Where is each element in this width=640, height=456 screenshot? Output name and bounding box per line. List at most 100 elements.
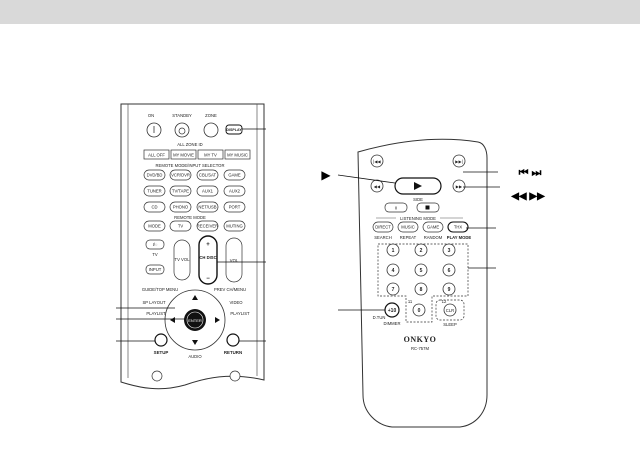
number-twelve-label: 12 [442, 299, 447, 304]
return-button[interactable] [226, 333, 240, 347]
number-key-label: 2 [420, 248, 423, 254]
next-track-button[interactable] [452, 154, 466, 168]
left-remote: ON STANDBY ZONE DISPLAY ALL ZONE ID ALL … [120, 103, 265, 390]
return-label: RETURN [224, 350, 242, 355]
down-arrow-icon[interactable] [192, 340, 198, 345]
input-button-netusb[interactable] [196, 201, 219, 213]
number-key[interactable] [442, 243, 456, 257]
svg-text:▶▶|: ▶▶| [455, 159, 463, 164]
input-selector-grid: DVD/BD VCR/DVR CBL/SAT GAME TUNER TV/TAP… [143, 169, 246, 213]
bottom-left-button[interactable] [151, 370, 163, 382]
mode-button-label: THX [454, 225, 463, 230]
number-key-label: 0 [418, 308, 421, 314]
number-key-label: 9 [448, 287, 451, 293]
input-label: GAME [228, 173, 241, 178]
input-button-cd[interactable] [143, 201, 166, 213]
muting-button[interactable] [223, 220, 246, 232]
setup-button[interactable] [154, 333, 168, 347]
direct-button[interactable] [372, 221, 394, 233]
rewind-button[interactable] [370, 179, 384, 193]
splayout-label: SP LAYOUT [142, 300, 166, 305]
mode-sub-label: REPEAT [400, 235, 417, 240]
input-button-phono[interactable] [169, 201, 192, 213]
svg-text:|◀◀: |◀◀ [373, 159, 381, 164]
clr-button[interactable] [443, 303, 457, 317]
standby-button[interactable] [174, 122, 190, 138]
number-key[interactable] [414, 282, 428, 296]
preset-my-music[interactable] [224, 149, 251, 160]
video-label: VIDEO [229, 300, 243, 305]
input-button-tuner[interactable] [143, 185, 166, 197]
input-label: VCR/DVR [171, 173, 190, 178]
svg-text:I/◌: I/◌ [153, 242, 158, 247]
thx-button[interactable] [447, 221, 469, 233]
number-key-label: 3 [448, 248, 451, 254]
pause-icon: II [395, 206, 397, 211]
preset-my-tv[interactable] [197, 149, 224, 160]
number-pad: 1 2 3 4 5 6 7 8 9 0 [386, 243, 456, 317]
preset-all-off[interactable] [143, 149, 170, 160]
bottom-right-button[interactable] [229, 370, 241, 382]
pause-button[interactable] [384, 202, 408, 213]
preset-label: ALL OFF [148, 153, 165, 158]
up-arrow-icon[interactable] [192, 295, 198, 300]
tv-volume-rocker[interactable] [173, 239, 191, 281]
number-key[interactable] [386, 282, 400, 296]
number-key[interactable] [412, 303, 426, 317]
fast-forward-button[interactable] [452, 179, 466, 193]
left-arrow-icon[interactable] [170, 317, 175, 323]
input-button-dvd[interactable] [143, 169, 166, 181]
brand-logo: ONKYO [404, 335, 437, 344]
music-button[interactable] [397, 221, 419, 233]
prev-track-button[interactable] [370, 154, 384, 168]
tv-input-button[interactable] [145, 264, 165, 275]
preset-my-movie[interactable] [170, 149, 197, 160]
label-standby: STANDBY [172, 113, 192, 118]
tv-vol-label: TV VOL [175, 257, 191, 262]
receiver-button[interactable] [196, 220, 219, 232]
mode-button[interactable] [143, 220, 166, 232]
input-button-aux2[interactable] [223, 185, 246, 197]
volume-rocker[interactable] [225, 237, 243, 283]
mode-button-label: DIRECT [375, 225, 391, 230]
tv-label: TV [152, 252, 158, 257]
listening-mode-title: LISTENING MODE [400, 216, 436, 221]
number-eleven-label: 11 [408, 299, 413, 304]
tv-power-button[interactable] [145, 239, 165, 250]
label-on: ON [148, 113, 154, 118]
number-key[interactable] [442, 263, 456, 277]
left-callouts [116, 128, 266, 342]
enter-label: ENTER [188, 318, 202, 323]
play-icon [414, 182, 422, 190]
right-callouts [337, 171, 500, 311]
remote-mode-title: REMOTE MODE [174, 215, 206, 220]
guide-label: GUIDE/TOP MENU [142, 287, 178, 292]
mode-button-label: GAME [427, 225, 440, 230]
input-button-tvtape[interactable] [169, 185, 192, 197]
clr-label: CLR [446, 308, 454, 313]
mode-label: TV [178, 224, 184, 229]
number-key[interactable] [414, 243, 428, 257]
game-button[interactable] [422, 221, 444, 233]
input-button-port[interactable] [223, 201, 246, 213]
svg-text:▶▶: ▶▶ [456, 184, 463, 189]
zone-button[interactable] [203, 122, 219, 138]
number-key[interactable] [386, 243, 400, 257]
input-button-cbl[interactable] [196, 169, 219, 181]
mode-label: MUTING [226, 224, 243, 229]
display-button[interactable] [225, 124, 243, 135]
input-button-aux1[interactable] [196, 185, 219, 197]
ch-disc-rocker[interactable] [198, 235, 218, 285]
prevch-label: PREV CH/MENU [214, 287, 246, 292]
number-pad-outline [377, 243, 469, 323]
right-arrow-icon[interactable] [215, 317, 220, 323]
number-key[interactable] [442, 282, 456, 296]
input-label: PHONO [173, 205, 189, 210]
number-key[interactable] [414, 263, 428, 277]
tv-mode-button[interactable] [169, 220, 192, 232]
input-button-vcr[interactable] [169, 169, 192, 181]
input-button-game[interactable] [223, 169, 246, 181]
stop-icon [425, 205, 430, 210]
number-key[interactable] [386, 263, 400, 277]
